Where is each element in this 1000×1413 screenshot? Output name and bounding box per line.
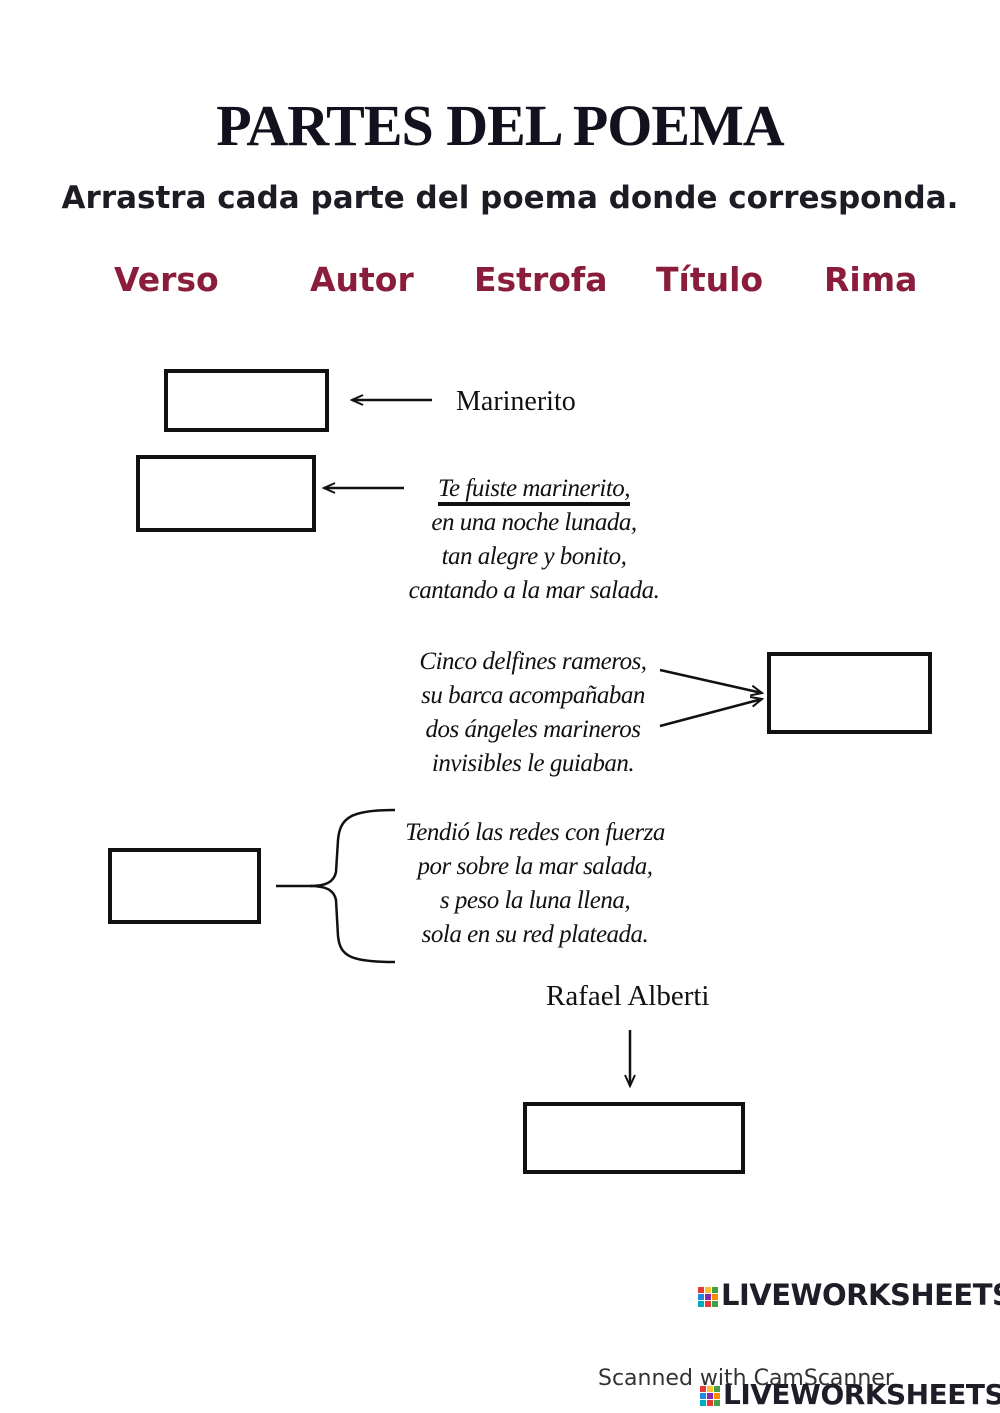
logo-grid-icon-bottom (700, 1386, 720, 1406)
drag-word-autor[interactable]: Autor (310, 260, 414, 299)
stanza-1-line-2: en una noche lunada, (431, 509, 637, 536)
drag-word-titulo[interactable]: Título (656, 260, 764, 299)
stanza-3-line-4: sola en su red plateada. (421, 921, 649, 948)
arrow-rhyme-bottom (659, 699, 762, 728)
scanner-watermark: Scanned with CamScanner (598, 1366, 894, 1391)
stanza-2-line-1: Cinco delfines rameros, (419, 648, 647, 675)
liveworksheets-logo-bottom: LIVEWORKSHEETS (700, 1378, 1000, 1411)
stanza-2-line-2: su barca acompañaban (421, 682, 645, 709)
logo-text: LIVEWORKSHEETS (721, 1278, 1000, 1312)
drag-word-rima[interactable]: Rima (824, 260, 918, 299)
liveworksheets-logo: LIVEWORKSHEETS (698, 1278, 1000, 1312)
drag-word-verso[interactable]: Verso (114, 260, 219, 299)
stanza-1: Te fuiste marinerito, en una noche lunad… (396, 472, 672, 608)
drag-word-estrofa[interactable]: Estrofa (474, 260, 608, 299)
stanza-2-line-4: invisibles le guiaban. (431, 750, 635, 777)
stanza-1-line-4: cantando a la mar salada. (408, 577, 660, 604)
stanza-2-line-3: dos ángeles marineros (425, 716, 641, 743)
drop-box-verse[interactable] (136, 455, 316, 532)
arrow-rhyme-top (659, 668, 762, 693)
stanza-bracket (309, 808, 396, 964)
poem-title: Marinerito (456, 386, 576, 417)
drop-box-author[interactable] (523, 1102, 745, 1174)
stanza-3-line-1: Tendió las redes con fuerza (405, 819, 665, 846)
stanza-3-line-2: por sobre la mar salada, (417, 853, 653, 880)
drop-box-title[interactable] (164, 369, 329, 432)
logo-text-bottom: LIVEWORKSHEETS (723, 1378, 1000, 1411)
logo-grid-icon (698, 1287, 718, 1307)
page-title: PARTES DEL POEMA (216, 93, 784, 158)
highlighted-verse: Te fuiste marinerito, (437, 475, 631, 506)
stanza-2: Cinco delfines rameros, su barca acompañ… (398, 645, 668, 781)
stanza-3: Tendió las redes con fuerza por sobre la… (388, 816, 682, 952)
stanza-3-line-3: s peso la luna llena, (439, 887, 631, 914)
poem-author: Rafael Alberti (546, 980, 710, 1012)
drop-box-rhyme[interactable] (767, 652, 932, 734)
drop-box-stanza[interactable] (108, 848, 261, 924)
instruction-text: Arrastra cada parte del poema donde corr… (61, 180, 959, 216)
stanza-1-line-3: tan alegre y bonito, (441, 543, 627, 570)
